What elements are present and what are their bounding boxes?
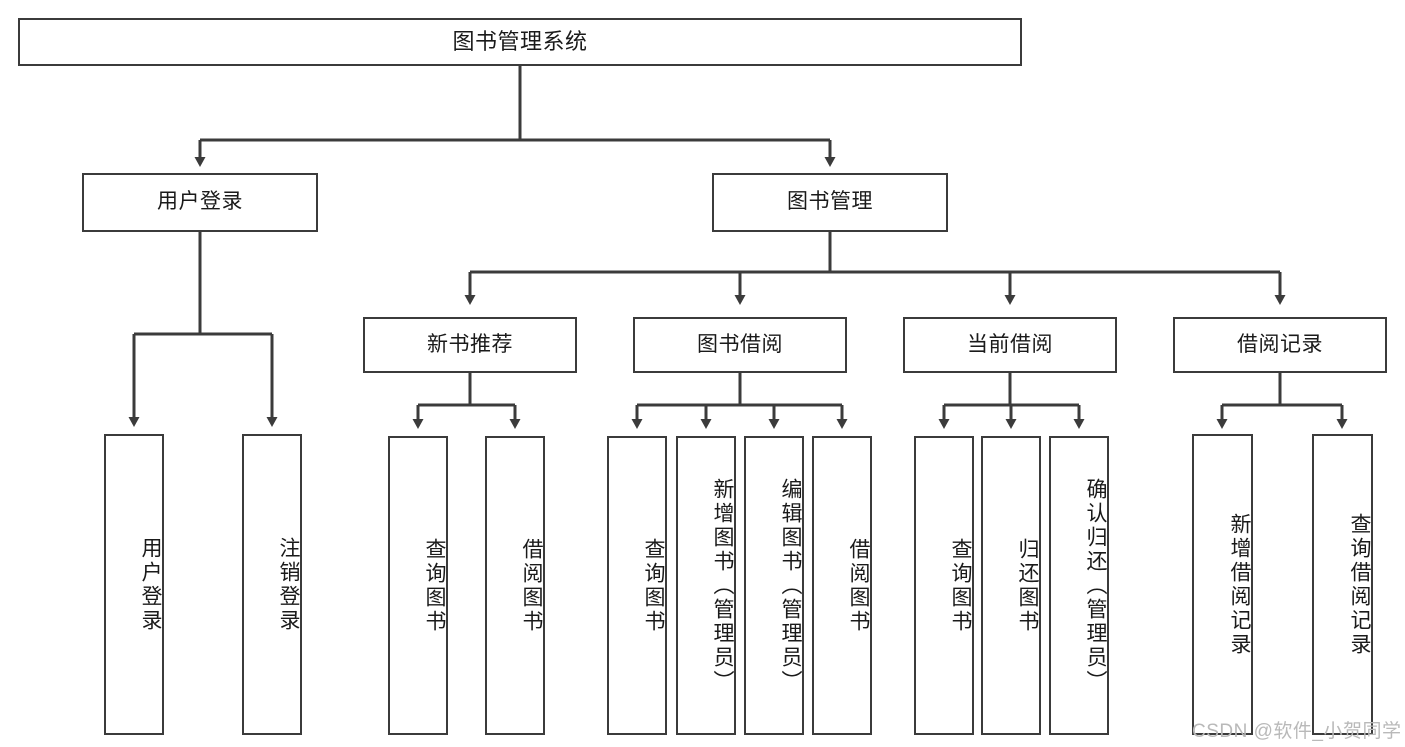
leaf-newbook-borrow-book[interactable]: 借阅图书 [485,436,545,735]
node-root-system[interactable]: 图书管理系统 [18,18,1022,66]
leaf-label: 查询图书 [423,537,446,634]
leaf-label: 查询借阅记录 [1348,512,1371,657]
leaf-label: 注销登录 [277,536,300,633]
node-book-management[interactable]: 图书管理 [712,173,948,232]
leaf-newbook-query-book[interactable]: 查询图书 [388,436,448,735]
leaf-label: 借阅图书 [520,537,543,634]
leaf-label: 用户登录 [139,536,162,633]
leaf-label: 新增图书（管理员） [711,477,734,694]
leaf-currentborrow-confirm-return-admin[interactable]: 确认归还（管理员） [1049,436,1109,735]
node-user-login[interactable]: 用户登录 [82,173,318,232]
leaf-bookborrow-edit-book-admin[interactable]: 编辑图书（管理员） [744,436,804,735]
leaf-currentborrow-query-book[interactable]: 查询图书 [914,436,974,735]
node-new-book-recommend[interactable]: 新书推荐 [363,317,577,373]
leaf-bookborrow-add-book-admin[interactable]: 新增图书（管理员） [676,436,736,735]
leaf-label: 归还图书 [1016,537,1039,634]
leaf-label: 编辑图书（管理员） [779,477,802,694]
csdn-watermark: CSDN @软件_小贺同学 [1192,721,1402,742]
leaf-user-login-login[interactable]: 用户登录 [104,434,164,735]
leaf-borrowrecord-add-record[interactable]: 新增借阅记录 [1192,434,1253,735]
leaf-label: 查询图书 [949,537,972,634]
leaf-label: 确认归还（管理员） [1084,477,1107,694]
node-current-borrow[interactable]: 当前借阅 [903,317,1117,373]
node-book-borrow[interactable]: 图书借阅 [633,317,847,373]
leaf-label: 查询图书 [642,537,665,634]
leaf-label: 新增借阅记录 [1228,512,1251,657]
leaf-bookborrow-borrow-book[interactable]: 借阅图书 [812,436,872,735]
node-borrow-record[interactable]: 借阅记录 [1173,317,1387,373]
leaf-label: 借阅图书 [847,537,870,634]
leaf-currentborrow-return-book[interactable]: 归还图书 [981,436,1041,735]
leaf-user-login-logout[interactable]: 注销登录 [242,434,302,735]
leaf-borrowrecord-query-record[interactable]: 查询借阅记录 [1312,434,1373,735]
leaf-bookborrow-query-book[interactable]: 查询图书 [607,436,667,735]
